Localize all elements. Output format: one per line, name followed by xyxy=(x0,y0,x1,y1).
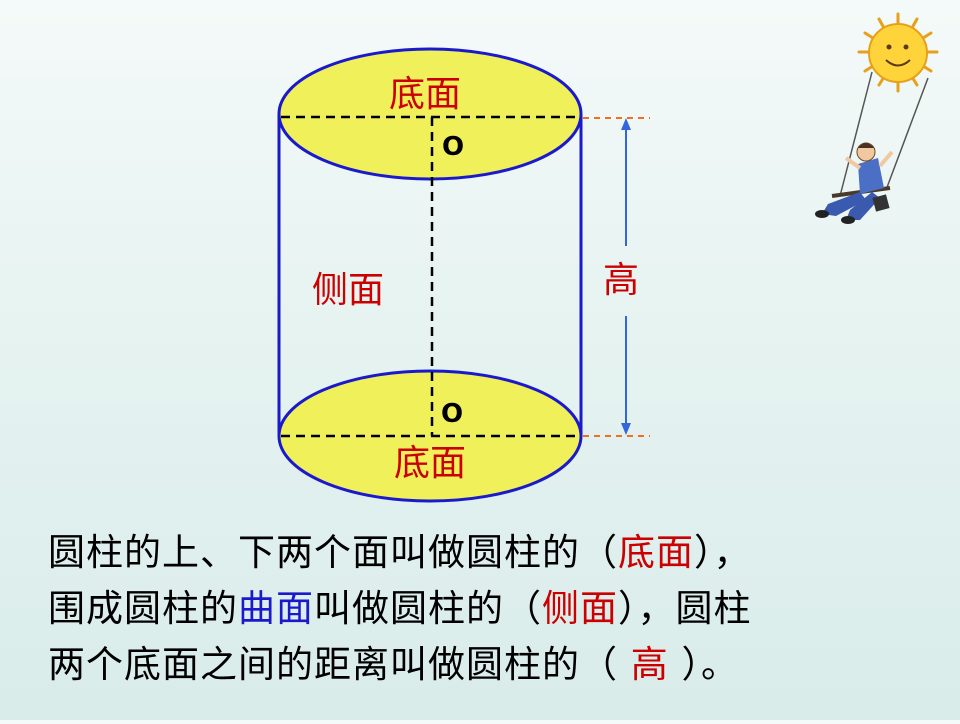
definition-paragraph: 圆柱的上、下两个面叫做圆柱的（底面）， 围成圆柱的曲面叫做圆柱的（侧面），圆柱 … xyxy=(48,525,948,693)
highlight-curved-surface: 曲面 xyxy=(238,587,314,630)
height-label: 高 xyxy=(603,260,639,301)
definition-line-3: 两个底面之间的距离叫做圆柱的（ 高 ）。 xyxy=(48,643,740,686)
answer-lateral: 侧面 xyxy=(542,587,618,630)
bottom-face-label: 底面 xyxy=(394,443,466,484)
side-label: 侧面 xyxy=(312,270,384,311)
definition-line-2: 围成圆柱的曲面叫做圆柱的（侧面），圆柱 xyxy=(48,587,752,630)
top-face-label: 底面 xyxy=(389,74,461,115)
height-arrowhead-up xyxy=(621,118,631,130)
answer-base: 底面 xyxy=(618,531,694,574)
top-face xyxy=(277,47,583,181)
height-arrowhead-down xyxy=(621,423,631,435)
definition-line-1: 圆柱的上、下两个面叫做圆柱的（底面）， xyxy=(48,531,752,574)
answer-height: 高 xyxy=(630,643,669,686)
bottom-center-label: O xyxy=(441,399,463,429)
sun-swing-icon xyxy=(815,12,939,224)
top-center-label: O xyxy=(442,132,464,162)
